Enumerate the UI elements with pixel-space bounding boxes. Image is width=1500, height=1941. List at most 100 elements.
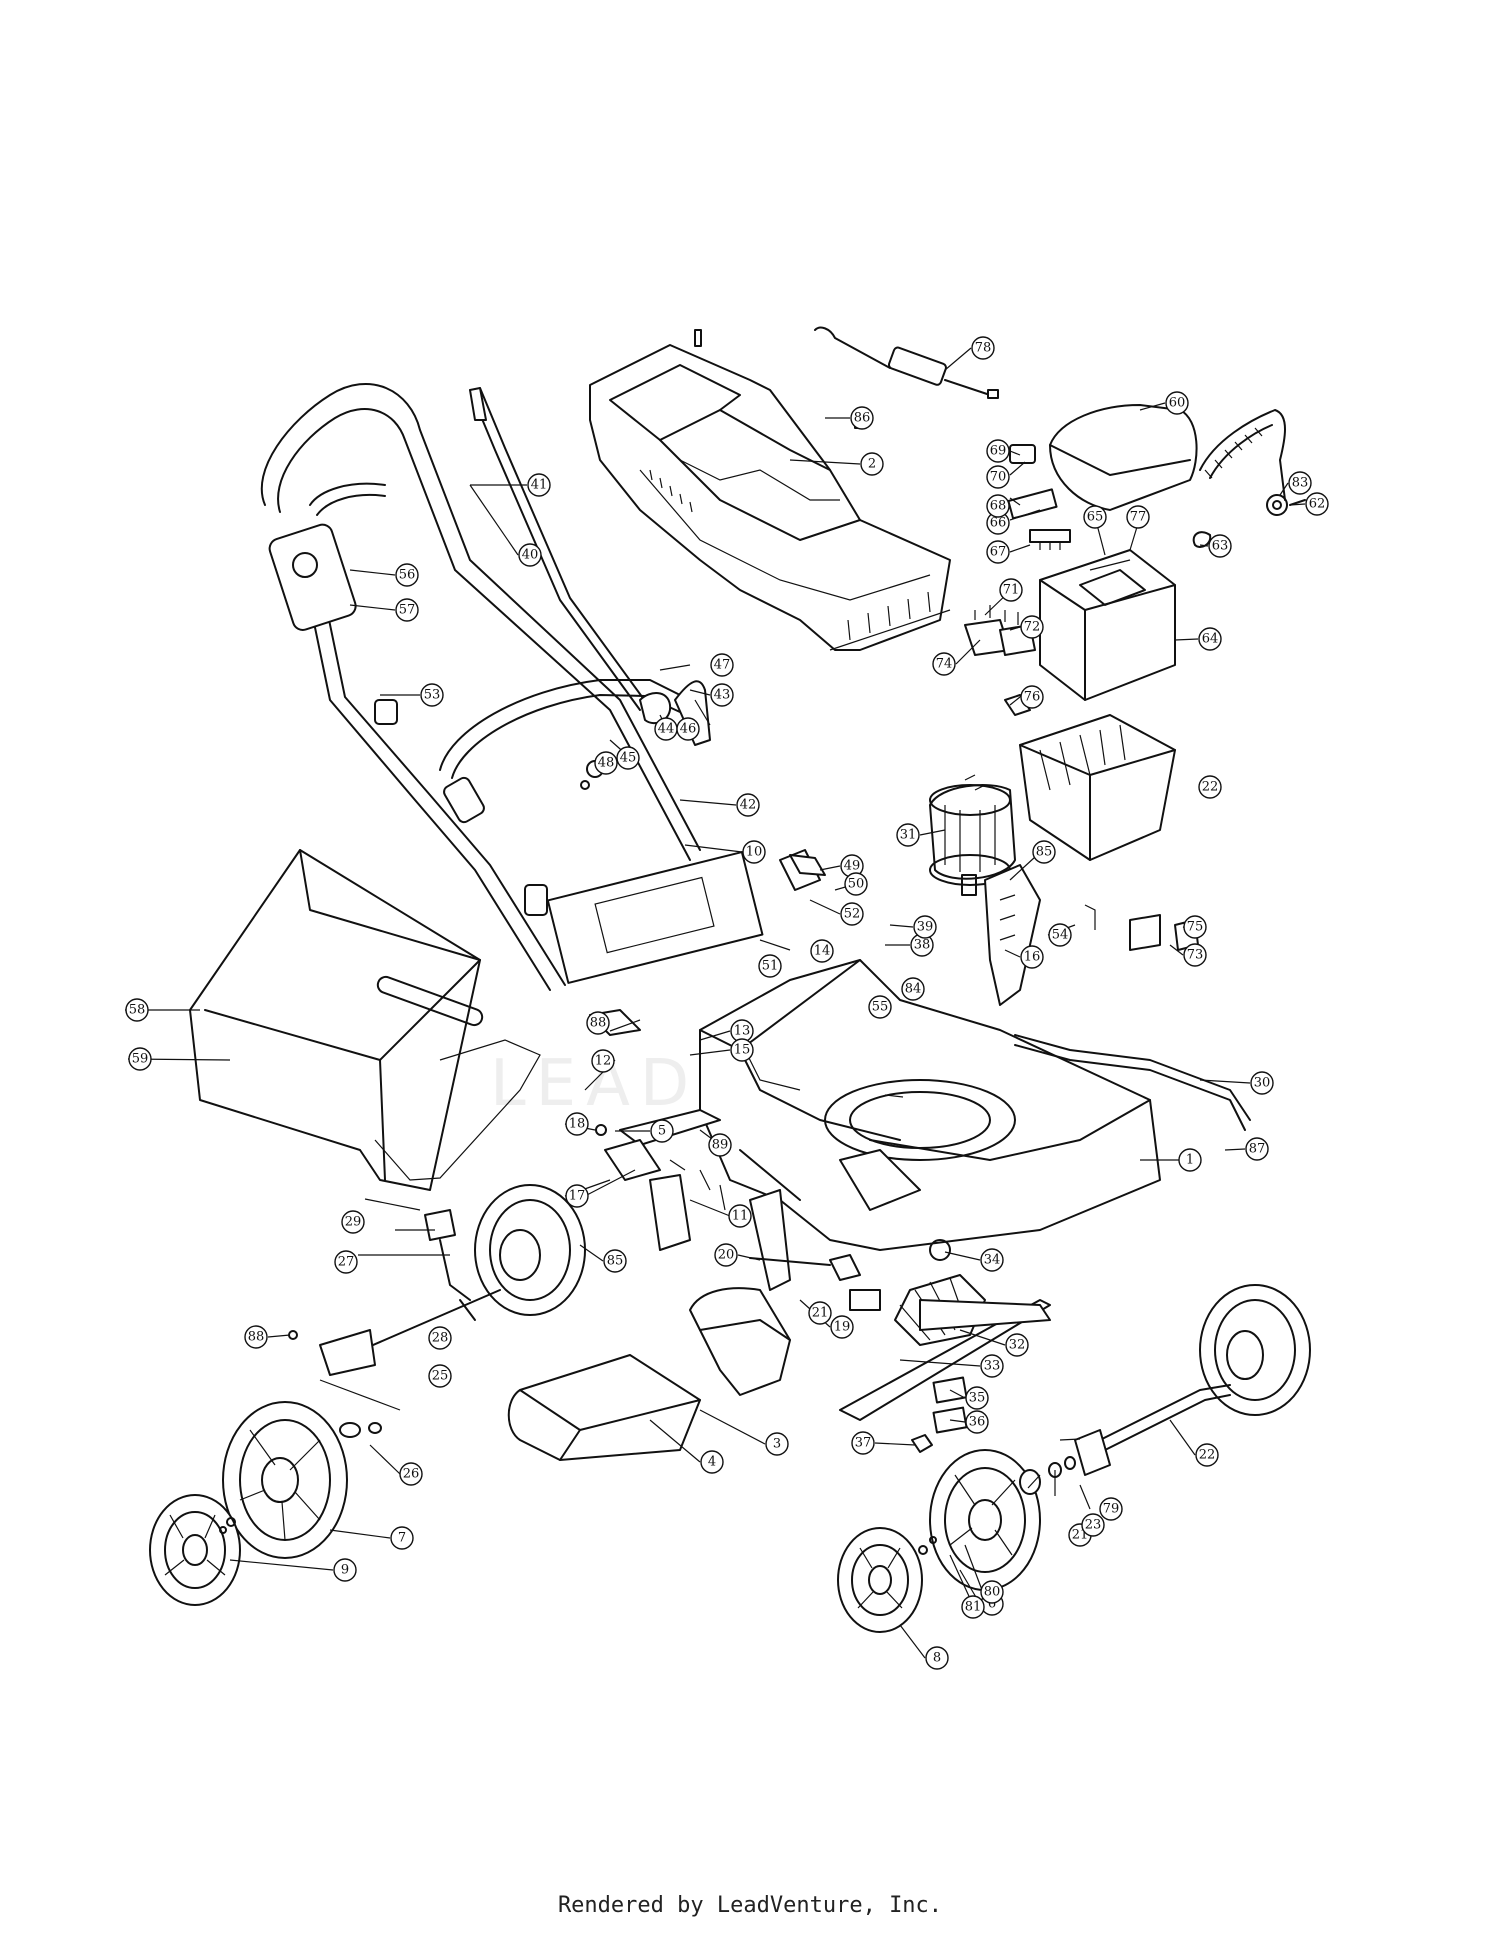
svg-text:16: 16 [1024, 950, 1041, 965]
svg-text:38: 38 [914, 938, 931, 953]
svg-text:21: 21 [812, 1306, 829, 1321]
svg-text:83: 83 [1292, 476, 1309, 491]
svg-text:35: 35 [969, 1391, 986, 1406]
callout-79: 79 [1099, 1497, 1123, 1521]
svg-text:10: 10 [746, 845, 763, 860]
callout-14: 14 [810, 939, 834, 963]
battery-tray [1019, 714, 1176, 861]
rear-left-wheel [288, 1184, 586, 1438]
switch-parts [1007, 444, 1071, 550]
svg-text:47: 47 [714, 658, 731, 673]
callout-62: 62 [1305, 492, 1329, 516]
svg-text:37: 37 [855, 1436, 872, 1451]
svg-text:33: 33 [984, 1359, 1001, 1374]
callout-60: 60 [1165, 391, 1189, 415]
svg-text:50: 50 [848, 877, 865, 892]
callout-68: 68 [986, 494, 1010, 518]
svg-text:32: 32 [1009, 1338, 1026, 1353]
callout-49: 49 [840, 854, 864, 878]
svg-text:12: 12 [595, 1054, 612, 1069]
callout-83: 83 [1288, 471, 1312, 495]
svg-text:87: 87 [1249, 1142, 1266, 1157]
callout-56: 56 [395, 563, 419, 587]
svg-text:20: 20 [718, 1248, 735, 1263]
svg-text:39: 39 [917, 920, 934, 935]
callout-34: 34 [980, 1248, 1004, 1272]
callout-3: 3 [765, 1432, 789, 1456]
svg-text:42: 42 [740, 798, 757, 813]
svg-text:48: 48 [598, 756, 615, 771]
svg-text:62: 62 [1309, 497, 1326, 512]
callout-31: 31 [896, 823, 920, 847]
callout-42: 42 [736, 793, 760, 817]
svg-text:36: 36 [969, 1415, 986, 1430]
svg-text:5: 5 [658, 1124, 666, 1139]
callout-10: 10 [742, 840, 766, 864]
svg-text:65: 65 [1087, 510, 1104, 525]
svg-text:77: 77 [1130, 510, 1147, 525]
svg-text:60: 60 [1169, 396, 1186, 411]
callout-2: 2 [860, 452, 884, 476]
callout-40: 40 [518, 543, 542, 567]
svg-text:44: 44 [658, 722, 675, 737]
callout-53: 53 [420, 683, 444, 707]
svg-text:85: 85 [1036, 845, 1053, 860]
svg-text:40: 40 [522, 548, 539, 563]
callout-57: 57 [395, 598, 419, 622]
svg-text:81: 81 [965, 1600, 982, 1615]
callout-44: 44 [654, 717, 678, 741]
callout-73: 73 [1183, 943, 1207, 967]
svg-text:22: 22 [1202, 780, 1219, 795]
svg-text:55: 55 [872, 1000, 889, 1015]
svg-text:31: 31 [900, 828, 917, 843]
callout-15: 15 [730, 1038, 754, 1062]
svg-text:6: 6 [988, 1597, 996, 1612]
callout-48: 48 [594, 751, 618, 775]
callout-41: 41 [527, 473, 551, 497]
callout-17: 17 [565, 1184, 589, 1208]
svg-text:67: 67 [990, 545, 1007, 560]
callout-19: 19 [830, 1315, 854, 1339]
svg-text:34: 34 [984, 1253, 1001, 1268]
callout-22-lower: 22 [1195, 1443, 1219, 1467]
callout-81: 81 [961, 1595, 985, 1619]
deck-hardware [595, 1109, 881, 1311]
svg-text:23: 23 [1085, 1518, 1102, 1533]
rear-right-wheel [1074, 1284, 1311, 1476]
svg-text:30: 30 [1254, 1076, 1271, 1091]
svg-text:68: 68 [990, 499, 1007, 514]
callout-18: 18 [565, 1112, 589, 1136]
callout-22-upper: 22 [1198, 775, 1222, 799]
callout-32: 32 [1005, 1333, 1029, 1357]
svg-text:52: 52 [844, 907, 861, 922]
svg-text:1: 1 [1186, 1153, 1194, 1168]
callout-89: 89 [708, 1133, 732, 1157]
callout-86: 86 [850, 406, 874, 430]
callout-33: 33 [980, 1354, 1004, 1378]
svg-text:27: 27 [338, 1255, 355, 1270]
callout-75: 75 [1183, 915, 1207, 939]
callout-20: 20 [714, 1243, 738, 1267]
callout-84: 84 [901, 977, 925, 1001]
callout-36: 36 [965, 1410, 989, 1434]
svg-text:43: 43 [714, 688, 731, 703]
callout-8: 8 [925, 1646, 949, 1670]
callout-70: 70 [986, 465, 1010, 489]
callout-25: 25 [428, 1364, 452, 1388]
battery-lid [1049, 404, 1306, 548]
callouts: 1 2 3 4 5 6 7 8 9 10 11 12 13 14 15 16 1… [125, 336, 1329, 1670]
top-cover [589, 344, 951, 651]
callout-76: 76 [1020, 685, 1044, 709]
callout-88-upper: 88 [586, 1011, 610, 1035]
callout-28: 28 [428, 1326, 452, 1350]
front-right-wheel [837, 1449, 1076, 1633]
callout-4: 4 [700, 1450, 724, 1474]
callout-64: 64 [1198, 627, 1222, 651]
callout-35: 35 [965, 1386, 989, 1410]
callout-45: 45 [616, 746, 640, 770]
callout-77: 77 [1126, 505, 1150, 529]
callout-69: 69 [986, 439, 1010, 463]
svg-text:73: 73 [1187, 948, 1204, 963]
svg-text:15: 15 [734, 1043, 751, 1058]
